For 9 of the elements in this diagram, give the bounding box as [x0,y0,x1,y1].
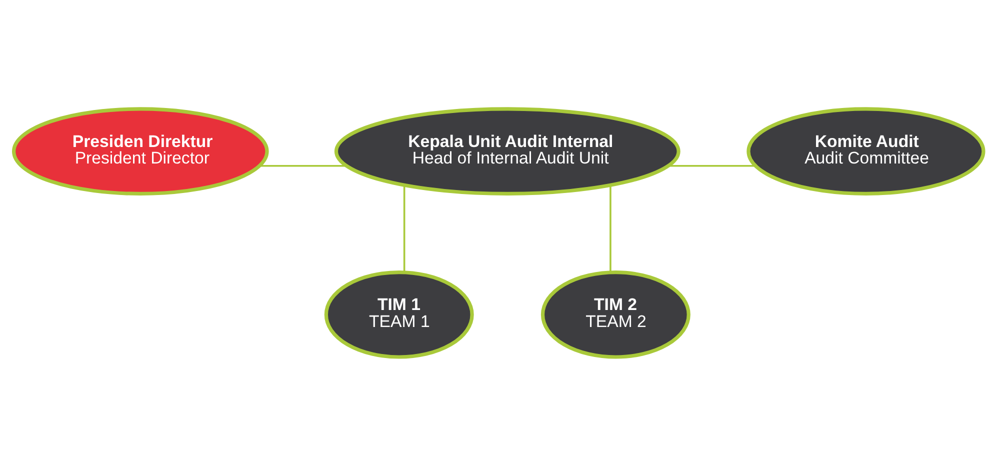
connector [610,186,612,272]
node-ellipse: Presiden Direktur President Director [12,107,269,196]
connector [260,164,347,167]
connector [403,186,406,272]
node-ellipse: TIM 2 TEAM 2 [540,270,690,359]
node-ellipse: Kepala Unit Audit Internal Head of Internal Audit Unit [334,107,680,196]
connector [668,164,756,167]
node-ellipse: TIM 1 TEAM 1 [324,270,474,359]
node-ellipse: Komite Audit Audit Committee [746,107,986,196]
